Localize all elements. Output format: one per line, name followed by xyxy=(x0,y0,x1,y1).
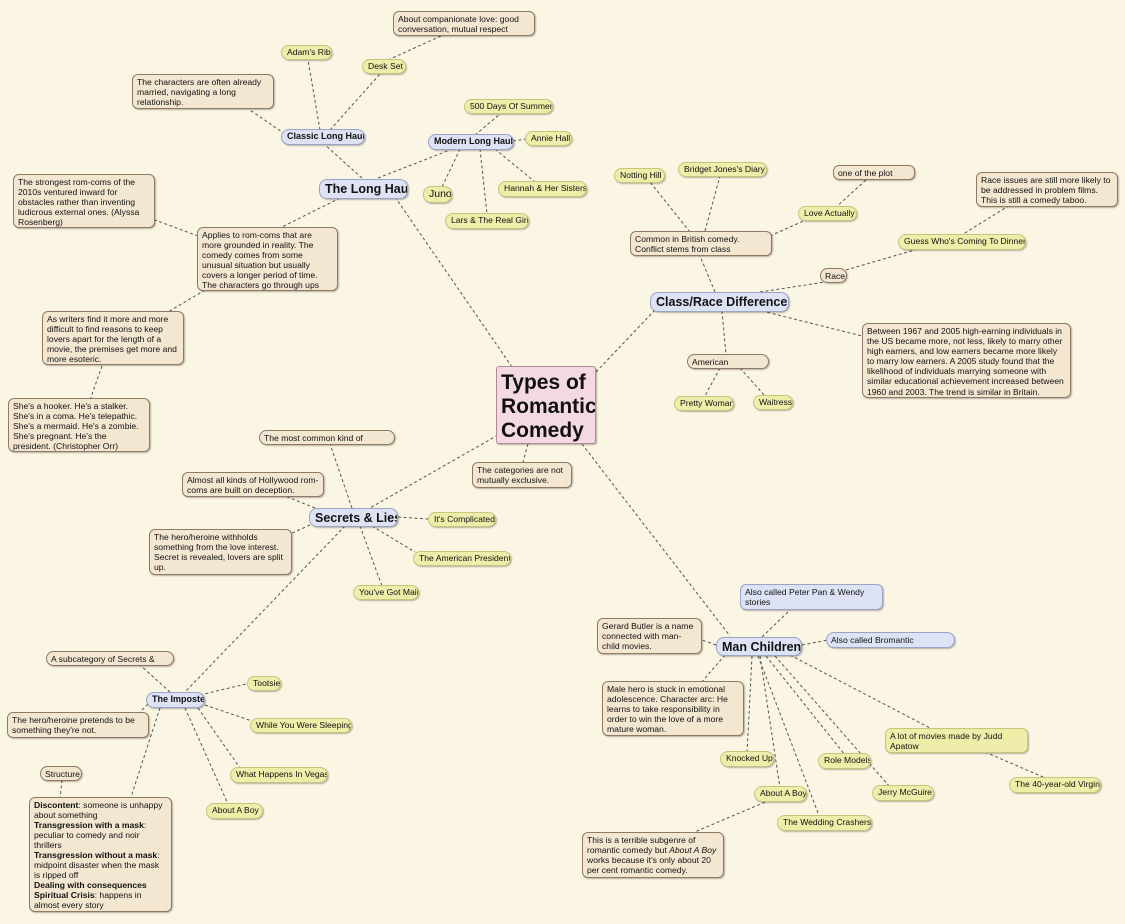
note-male-hero-adolescence[interactable]: Male hero is stuck in emotional adolesce… xyxy=(602,681,744,736)
note-subcategory-of-secrets[interactable]: A subcategory of Secrets & Lies xyxy=(46,651,174,666)
terrible-text-a: This is a terrible subgenre of romantic … xyxy=(587,835,696,856)
movie-youve-got-mail[interactable]: You've Got Mail xyxy=(353,585,419,600)
movie-lars-the-real-girl[interactable]: Lars & The Real Girl xyxy=(445,213,529,229)
note-already-married[interactable]: The characters are often already married… xyxy=(132,74,274,109)
note-one-of-the-plot-lines[interactable]: one of the plot lines xyxy=(833,165,915,180)
movie-the-wedding-crashers[interactable]: The Wedding Crashers xyxy=(777,815,872,831)
note-long-haul-description[interactable]: Applies to rom-coms that are more ground… xyxy=(197,227,338,291)
movie-the-40-year-old-virgin[interactable]: The 40-year-old Virgin xyxy=(1009,777,1101,793)
movie-waitress[interactable]: Waitress xyxy=(753,395,793,410)
structure-step-title: Transgression without a mask xyxy=(34,850,158,860)
branch-class-race-differences[interactable]: Class/Race Differences xyxy=(650,292,789,312)
topic-race[interactable]: Race xyxy=(820,268,847,283)
movie-knocked-up[interactable]: Knocked Up xyxy=(720,751,774,767)
branch-secrets-and-lies[interactable]: Secrets & Lies xyxy=(309,508,398,527)
topic-structure[interactable]: Structure xyxy=(40,766,82,781)
movie-notting-hill[interactable]: Notting Hill xyxy=(614,168,665,183)
branch-classic-long-hauls[interactable]: Classic Long Hauls xyxy=(281,129,365,145)
structure-step: Growth Without a Mask xyxy=(34,910,167,911)
note-most-common-conflict[interactable]: The most common kind of conflict. xyxy=(259,430,395,445)
movie-jerry-mcguire[interactable]: Jerry McGuire xyxy=(872,785,934,801)
movie-about-a-boy[interactable]: About A Boy xyxy=(754,786,807,802)
movie-desk-set[interactable]: Desk Set xyxy=(362,59,406,74)
movie-guess-whos-coming-to-dinner[interactable]: Guess Who's Coming To Dinner xyxy=(898,234,1026,250)
note-judd-apatow[interactable]: A lot of movies made by Judd Apatow xyxy=(885,728,1028,753)
movie-annie-hall[interactable]: Annie Hall xyxy=(525,131,572,146)
note-british-comedy[interactable]: Common in British comedy. Conflict stems… xyxy=(630,231,772,256)
note-marriage-study[interactable]: Between 1967 and 2005 high-earning indiv… xyxy=(862,323,1071,398)
structure-step-detail: : someone is unhappy about something xyxy=(34,800,163,820)
movie-role-models[interactable]: Role Models xyxy=(818,753,871,769)
movie-pretty-woman[interactable]: Pretty Woman xyxy=(674,396,734,411)
movie-love-actually[interactable]: Love Actually xyxy=(798,206,857,221)
structure-step: Spiritual Crisis: happens in almost ever… xyxy=(34,890,167,910)
note-imposter-structure-list[interactable]: Discontent: someone is unhappy about som… xyxy=(29,797,172,912)
note-writers-premises[interactable]: As writers find it more and more difficu… xyxy=(42,311,184,365)
branch-the-imposter[interactable]: The Imposter xyxy=(146,692,205,708)
note-bromantic-comedies[interactable]: Also called Bromantic Comedies xyxy=(826,632,955,648)
movie-adams-rib[interactable]: Adam's Rib xyxy=(281,45,332,60)
structure-step: Discontent: someone is unhappy about som… xyxy=(34,800,167,820)
movie-while-you-were-sleeping[interactable]: While You Were Sleeping xyxy=(250,718,352,733)
note-orr-quote[interactable]: She's a hooker. He's a stalker. She's in… xyxy=(8,398,150,452)
note-categories-not-exclusive[interactable]: The categories are not mutually exclusiv… xyxy=(472,462,572,488)
note-peter-pan-wendy[interactable]: Also called Peter Pan & Wendy stories xyxy=(740,584,883,610)
branch-man-children[interactable]: Man Children xyxy=(716,637,802,656)
terrible-text-b: works because it's only about 20 per cen… xyxy=(587,855,711,876)
structure-step: Transgression with a mask: peculiar to c… xyxy=(34,820,167,850)
branch-the-long-haul[interactable]: The Long Haul xyxy=(319,179,408,199)
structure-step-title: Spiritual Crisis xyxy=(34,890,95,900)
structure-step-title: Growth Without a Mask xyxy=(34,910,129,911)
structure-step-title: Transgression with a mask xyxy=(34,820,144,830)
movie-bridget-jones-diary[interactable]: Bridget Jones's Diary xyxy=(678,162,767,177)
note-withholds-secret[interactable]: The hero/heroine withholds something fro… xyxy=(149,529,292,575)
note-pretends-to-be[interactable]: The hero/heroine pretends to be somethin… xyxy=(7,712,149,738)
structure-step-detail: : peculiar to comedy and noir thrillers xyxy=(34,820,147,850)
note-gerard-butler[interactable]: Gerard Butler is a name connected with m… xyxy=(597,618,702,654)
note-race-issues[interactable]: Race issues are still more likely to be … xyxy=(976,172,1118,207)
movie-tootsie[interactable]: Tootsie xyxy=(247,676,281,691)
movie-about-a-boy-imposter[interactable]: About A Boy xyxy=(206,803,263,819)
structure-step: Dealing with consequences xyxy=(34,880,167,890)
movie-the-american-president[interactable]: The American President xyxy=(413,551,511,566)
movie-its-complicated[interactable]: It's Complicated xyxy=(428,512,496,527)
central-topic[interactable]: Types of Romantic Comedy xyxy=(496,366,596,444)
note-built-on-deception[interactable]: Almost all kinds of Hollywood rom-coms a… xyxy=(182,472,324,497)
movie-500-days-of-summer[interactable]: 500 Days Of Summer xyxy=(464,99,553,114)
structure-step-detail: : midpoint disaster when the mask is rip… xyxy=(34,850,160,880)
movie-hannah-her-sisters[interactable]: Hannah & Her Sisters xyxy=(498,181,587,197)
movie-what-happens-in-vegas[interactable]: What Happens In Vegas xyxy=(230,767,328,783)
structure-step-detail: : happens in almost every story xyxy=(34,890,142,910)
note-companionate-love[interactable]: About companionate love: good conversati… xyxy=(393,11,535,36)
branch-modern-long-hauls[interactable]: Modern Long Hauls xyxy=(428,134,514,150)
structure-step: Transgression without a mask: midpoint d… xyxy=(34,850,167,880)
movie-juno[interactable]: Juno xyxy=(423,186,452,203)
note-terrible-subgenre[interactable]: This is a terrible subgenre of romantic … xyxy=(582,832,724,878)
structure-step-title: Dealing with consequences xyxy=(34,880,147,890)
terrible-text-title: About A Boy xyxy=(669,845,717,856)
topic-american-examples[interactable]: American Examples xyxy=(687,354,769,369)
structure-step-title: Discontent xyxy=(34,800,79,810)
note-rosenberg-quote[interactable]: The strongest rom-coms of the 2010s vent… xyxy=(13,174,155,228)
